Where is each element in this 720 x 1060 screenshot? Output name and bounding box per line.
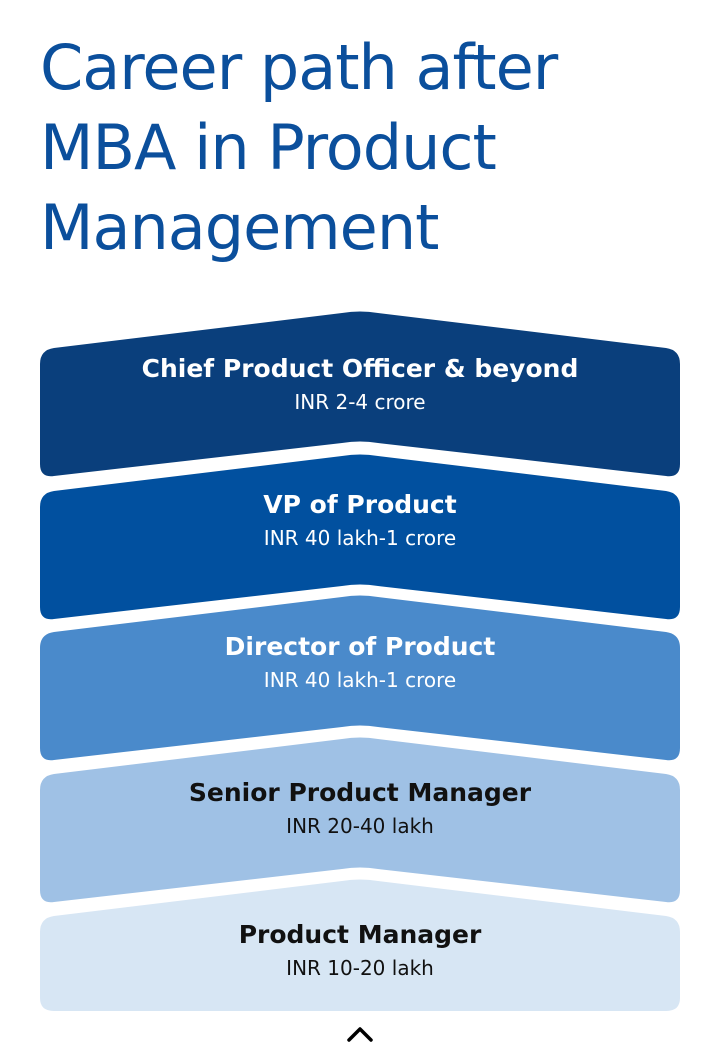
career-ladder: Chief Product Officer & beyond INR 2-4 c… [40, 308, 680, 1013]
level-salary: INR 40 lakh-1 crore [263, 526, 457, 550]
level-title: Chief Product Officer & beyond [141, 354, 579, 383]
level-shape-vp-of-product [40, 454, 680, 620]
title-line-2: MBA in Product [40, 111, 497, 184]
level-title: Product Manager [238, 920, 482, 949]
level-shape-senior-product-manager [40, 737, 680, 903]
level-shape-director-of-product [40, 595, 680, 761]
level-salary: INR 40 lakh-1 crore [263, 668, 457, 692]
level-salary: INR 20-40 lakh [286, 814, 434, 838]
level-shape-product-manager [40, 879, 680, 1011]
level-salary: INR 2-4 crore [294, 390, 426, 414]
level-director-of-product: Director of Product INR 40 lakh-1 crore [40, 631, 680, 695]
level-title: VP of Product [263, 490, 457, 519]
level-chief-product-officer: Chief Product Officer & beyond INR 2-4 c… [40, 353, 680, 417]
career-ladder-shapes [40, 311, 680, 1011]
level-salary: INR 10-20 lakh [286, 956, 434, 980]
level-shape-chief-product-officer [40, 311, 680, 477]
level-title: Senior Product Manager [188, 778, 532, 807]
title-line-1: Career path after [40, 31, 558, 104]
title-line-3: Management [40, 191, 439, 264]
level-title: Director of Product [224, 632, 496, 661]
chevron-up-icon-glyph [347, 1027, 373, 1042]
page-title: Career path after MBA in Product Managem… [40, 28, 700, 268]
level-vp-of-product: VP of Product INR 40 lakh-1 crore [40, 489, 680, 553]
level-senior-product-manager: Senior Product Manager INR 20-40 lakh [40, 777, 680, 841]
level-product-manager: Product Manager INR 10-20 lakh [40, 919, 680, 983]
chevron-up-icon[interactable] [340, 1020, 380, 1050]
